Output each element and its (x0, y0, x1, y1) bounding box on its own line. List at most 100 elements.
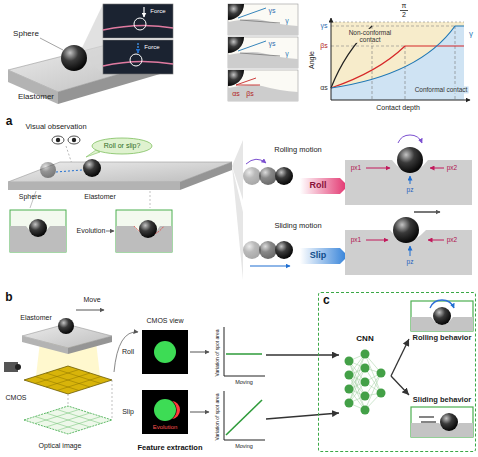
figure-label: Contact depth (376, 104, 420, 112)
cross-section (150, 191, 151, 208)
figure-label: γs (321, 22, 328, 30)
sensor-setup (4, 310, 138, 434)
sliding-spheres (275, 241, 293, 259)
behavior-illustration (411, 407, 473, 437)
slip-force-panel (300, 212, 472, 275)
figure-label: γ (285, 17, 289, 25)
cmos-view (172, 401, 180, 419)
contact-angle-inset (238, 8, 266, 18)
behavior-illustration (419, 417, 434, 418)
plot-axis-label: Variation of spot area (215, 329, 221, 376)
plot-curve (226, 353, 262, 355)
figure-label: CMOS view (147, 317, 184, 325)
cmos-view (142, 330, 209, 434)
cross-section (29, 219, 47, 237)
figure-label: px1 (351, 236, 361, 243)
figure-label: αs (232, 90, 240, 98)
figure-label: Non-conformal contact (344, 29, 396, 43)
network-name: CNN (356, 335, 373, 344)
figure-label: Slip (122, 408, 134, 416)
behavior-illustration (433, 307, 451, 325)
sensor-setup (22, 336, 68, 354)
moving-sphere (40, 162, 56, 178)
cmos-view (154, 399, 176, 421)
figure-label: pz (407, 186, 414, 193)
figure-label: βs (246, 90, 254, 98)
plot-axis-label: Moving (235, 378, 253, 384)
contact-angle-inset (228, 70, 244, 86)
slip-force-panel (414, 211, 440, 213)
angle-depth-chart (400, 10, 408, 11)
network-symbol (339, 333, 391, 419)
force-photo-inset (130, 54, 142, 66)
cross-section (10, 210, 66, 252)
sliding-spheres (250, 265, 290, 266)
sensor-setup (35, 377, 79, 391)
eyes-icon (56, 138, 60, 142)
classification-panel: CNN Rolling behaviorSliding behavior c (318, 292, 476, 452)
cmos-view (190, 352, 209, 353)
roll-force-panel (398, 135, 422, 143)
panel-letter: c (323, 294, 330, 307)
eyes-icon (52, 136, 64, 144)
behavior-illustration (409, 405, 475, 439)
figure-label: px1 (351, 164, 361, 171)
figure-label: Roll or slip? (104, 142, 141, 150)
rolling-spheres (243, 167, 261, 185)
behavior-illustration (430, 300, 454, 308)
rolling-spheres (246, 159, 266, 164)
sensor-setup (57, 370, 101, 384)
plot-curve (226, 400, 262, 435)
moving-sphere (40, 159, 101, 178)
figure-label: αs (320, 84, 328, 92)
elastomer-block (180, 162, 232, 190)
figure-label: γs (269, 40, 276, 48)
figure-label: γ (469, 30, 473, 39)
network-neuron (345, 399, 354, 408)
figure-label: Force (150, 8, 165, 15)
contact-angle-inset (238, 41, 266, 51)
sensor-setup (24, 366, 112, 394)
force-photo-inset (103, 4, 173, 38)
eyes-icon (68, 136, 80, 144)
roll-force-panel (430, 168, 444, 169)
sensor-setup (24, 406, 112, 434)
sensor-setup (57, 410, 101, 424)
behavior-output: Sliding behavior (409, 389, 475, 445)
spot-area-plot: Variation of spot areaMoving (212, 324, 266, 386)
leader-line (40, 38, 63, 50)
figure-label: Sphere (13, 30, 39, 39)
force-photo-inset (143, 7, 144, 17)
figure-label: b (5, 291, 12, 304)
moving-sphere (56, 170, 82, 172)
figure-label: Visual observation (25, 123, 86, 131)
eyes-icon (52, 136, 80, 164)
rolling-spheres (275, 167, 293, 185)
elastomer-block (8, 70, 58, 104)
figure-label: βs (320, 42, 328, 50)
behavior-label: Rolling behavior (413, 334, 472, 342)
sensor-setup (46, 413, 90, 427)
eyes-icon (66, 146, 72, 164)
contact-angle-inset (228, 37, 298, 68)
sliding-spheres (243, 241, 261, 259)
roll-force-panel (410, 176, 411, 184)
network-neuron (361, 378, 370, 387)
angle-depth-chart (331, 46, 464, 88)
sensor-setup (35, 417, 79, 431)
flow-arrow (266, 354, 339, 355)
angle-depth-chart (405, 46, 406, 100)
behavior-illustration (421, 422, 436, 423)
cmos-view (142, 390, 188, 434)
behavior-label: Sliding behavior (413, 396, 471, 404)
figure-label: Evolution (77, 227, 106, 235)
sphere (61, 45, 87, 71)
rolling-spheres (259, 167, 277, 185)
sliding-spheres (243, 241, 293, 266)
angle-depth-chart (331, 22, 464, 23)
cmos-view (142, 330, 188, 374)
figure-label: px2 (447, 236, 457, 243)
